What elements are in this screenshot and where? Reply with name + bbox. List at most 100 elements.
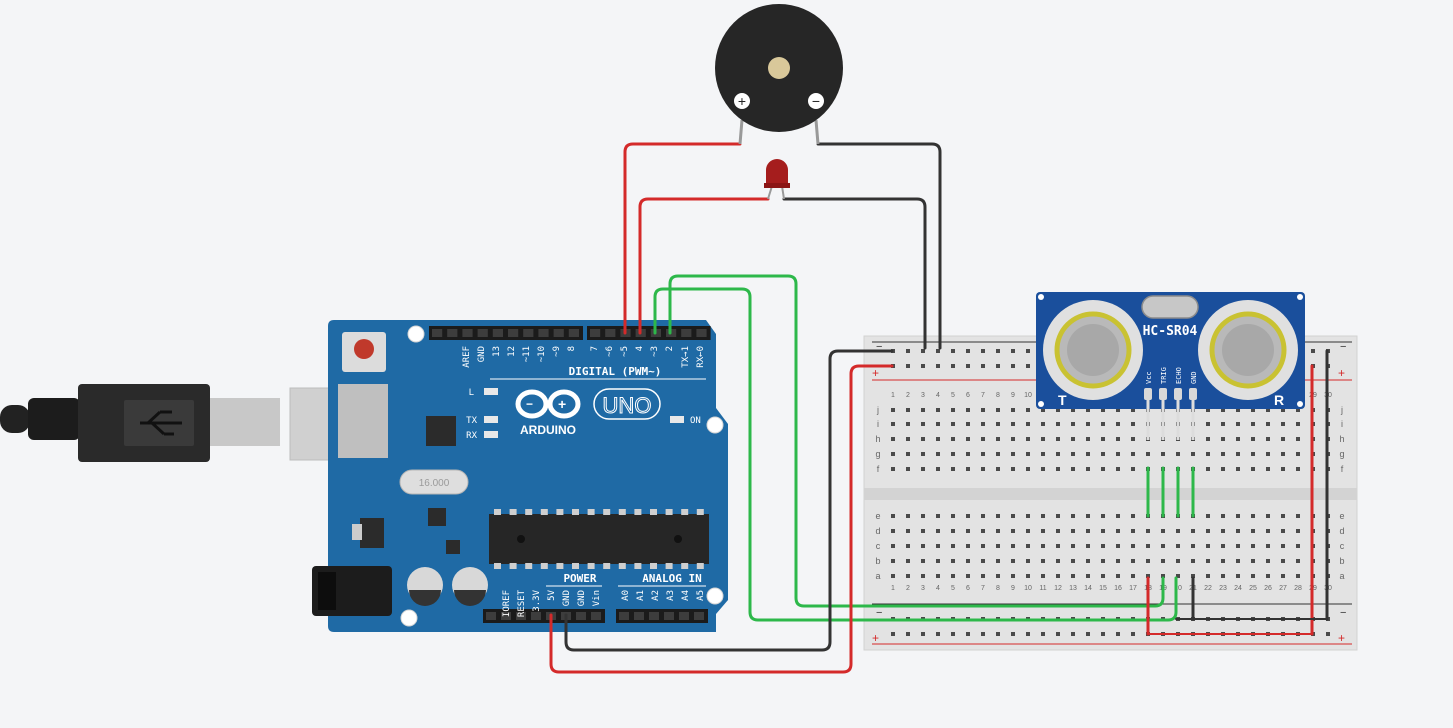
header-pin[interactable]: [694, 612, 704, 620]
breadboard-hole[interactable]: [1191, 529, 1195, 533]
digital-header-right[interactable]: [587, 326, 711, 340]
breadboard-hole[interactable]: [996, 437, 1000, 441]
breadboard-hole[interactable]: [1026, 544, 1030, 548]
breadboard-hole[interactable]: [1221, 544, 1225, 548]
rail-hole[interactable]: [1026, 632, 1030, 636]
header-pin[interactable]: [553, 329, 564, 337]
breadboard-hole[interactable]: [1266, 559, 1270, 563]
header-pin[interactable]: [462, 329, 473, 337]
breadboard-hole[interactable]: [1086, 408, 1090, 412]
breadboard-hole[interactable]: [1206, 559, 1210, 563]
breadboard-hole[interactable]: [996, 422, 1000, 426]
digital-header-left[interactable]: [429, 326, 583, 340]
rail-hole[interactable]: [906, 632, 910, 636]
breadboard-hole[interactable]: [996, 574, 1000, 578]
breadboard-hole[interactable]: [1176, 452, 1180, 456]
breadboard-hole[interactable]: [1011, 408, 1015, 412]
breadboard-hole[interactable]: [1296, 574, 1300, 578]
breadboard-hole[interactable]: [921, 408, 925, 412]
breadboard-hole[interactable]: [981, 559, 985, 563]
breadboard-hole[interactable]: [1251, 559, 1255, 563]
breadboard-hole[interactable]: [1026, 408, 1030, 412]
breadboard-hole[interactable]: [936, 422, 940, 426]
header-pin[interactable]: [538, 329, 549, 337]
breadboard-hole[interactable]: [1131, 467, 1135, 471]
header-pin[interactable]: [477, 329, 488, 337]
breadboard-hole[interactable]: [891, 544, 895, 548]
breadboard-hole[interactable]: [1041, 408, 1045, 412]
breadboard-hole[interactable]: [1131, 452, 1135, 456]
breadboard-hole[interactable]: [936, 467, 940, 471]
breadboard-hole[interactable]: [1131, 422, 1135, 426]
breadboard-hole[interactable]: [966, 514, 970, 518]
breadboard-hole[interactable]: [1251, 408, 1255, 412]
rail-hole[interactable]: [906, 349, 910, 353]
breadboard-hole[interactable]: [981, 574, 985, 578]
breadboard-hole[interactable]: [1056, 529, 1060, 533]
breadboard-hole[interactable]: [1086, 452, 1090, 456]
breadboard-hole[interactable]: [1236, 408, 1240, 412]
breadboard-hole[interactable]: [1011, 452, 1015, 456]
breadboard-hole[interactable]: [1086, 574, 1090, 578]
header-pin[interactable]: [576, 612, 586, 620]
header-pin[interactable]: [681, 329, 692, 337]
header-pin[interactable]: [619, 612, 629, 620]
breadboard-hole[interactable]: [936, 544, 940, 548]
breadboard-hole[interactable]: [1266, 452, 1270, 456]
breadboard-hole[interactable]: [1176, 559, 1180, 563]
breadboard-hole[interactable]: [1101, 529, 1105, 533]
breadboard-hole[interactable]: [1281, 408, 1285, 412]
breadboard-hole[interactable]: [1026, 559, 1030, 563]
breadboard-hole[interactable]: [951, 437, 955, 441]
breadboard-hole[interactable]: [996, 408, 1000, 412]
breadboard-hole[interactable]: [1281, 437, 1285, 441]
breadboard-hole[interactable]: [1236, 529, 1240, 533]
breadboard-hole[interactable]: [1131, 544, 1135, 548]
breadboard-hole[interactable]: [1116, 422, 1120, 426]
breadboard-hole[interactable]: [1041, 574, 1045, 578]
breadboard-hole[interactable]: [981, 514, 985, 518]
breadboard-hole[interactable]: [921, 452, 925, 456]
breadboard-hole[interactable]: [981, 408, 985, 412]
rail-hole[interactable]: [1056, 632, 1060, 636]
breadboard-hole[interactable]: [1206, 529, 1210, 533]
breadboard-hole[interactable]: [966, 559, 970, 563]
breadboard-hole[interactable]: [1086, 529, 1090, 533]
breadboard-hole[interactable]: [1191, 559, 1195, 563]
rail-hole[interactable]: [966, 349, 970, 353]
breadboard-hole[interactable]: [891, 452, 895, 456]
breadboard-hole[interactable]: [1011, 467, 1015, 471]
breadboard-hole[interactable]: [1116, 514, 1120, 518]
rail-hole[interactable]: [981, 349, 985, 353]
breadboard-hole[interactable]: [951, 422, 955, 426]
breadboard-hole[interactable]: [966, 467, 970, 471]
breadboard-hole[interactable]: [1011, 437, 1015, 441]
breadboard-hole[interactable]: [981, 544, 985, 548]
breadboard-hole[interactable]: [1041, 467, 1045, 471]
breadboard-hole[interactable]: [1236, 559, 1240, 563]
breadboard-hole[interactable]: [1026, 574, 1030, 578]
wire-5v[interactable]: [549, 364, 894, 674]
breadboard-hole[interactable]: [1071, 514, 1075, 518]
wire-led-anode[interactable]: [638, 197, 770, 335]
rail-hole[interactable]: [1026, 364, 1030, 368]
breadboard-hole[interactable]: [951, 467, 955, 471]
sensor-pin[interactable]: [1174, 388, 1182, 400]
breadboard-hole[interactable]: [1101, 544, 1105, 548]
breadboard-hole[interactable]: [1221, 574, 1225, 578]
header-pin[interactable]: [508, 329, 519, 337]
header-pin[interactable]: [649, 612, 659, 620]
breadboard-hole[interactable]: [966, 452, 970, 456]
breadboard-hole[interactable]: [1221, 452, 1225, 456]
breadboard-hole[interactable]: [1131, 574, 1135, 578]
breadboard-hole[interactable]: [1071, 559, 1075, 563]
rail-hole[interactable]: [1101, 632, 1105, 636]
breadboard-hole[interactable]: [1251, 529, 1255, 533]
wire-trig[interactable]: [653, 287, 1178, 622]
breadboard-hole[interactable]: [981, 437, 985, 441]
breadboard-hole[interactable]: [906, 408, 910, 412]
breadboard-hole[interactable]: [1146, 452, 1150, 456]
breadboard-hole[interactable]: [1296, 544, 1300, 548]
breadboard-hole[interactable]: [1281, 452, 1285, 456]
